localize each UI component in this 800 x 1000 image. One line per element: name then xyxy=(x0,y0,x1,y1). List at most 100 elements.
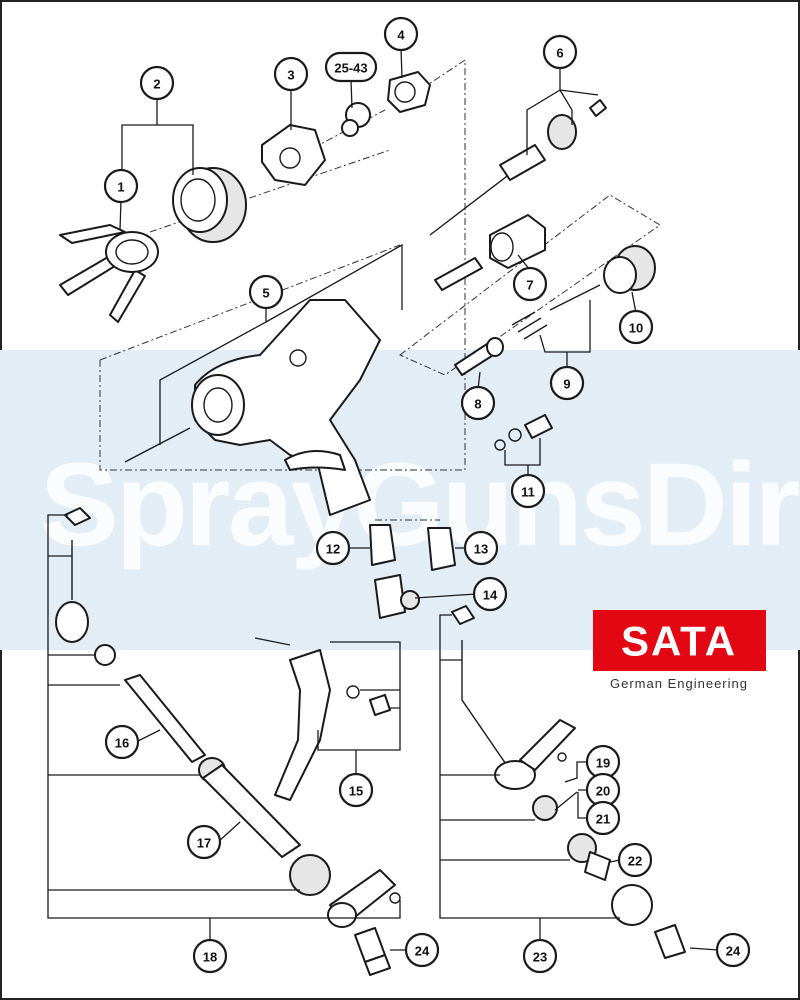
callout-c8: 8 xyxy=(460,385,496,421)
sata-tagline: German Engineering xyxy=(610,676,748,691)
callout-bubble xyxy=(404,932,440,968)
callout-c9: 9 xyxy=(549,365,585,401)
callout-bubble xyxy=(186,824,222,860)
callout-c17: 17 xyxy=(186,824,222,860)
callout-bubble xyxy=(542,34,578,70)
callout-label: 8 xyxy=(474,397,481,412)
callout-c21: 21 xyxy=(585,800,621,836)
callout-c5: 5 xyxy=(248,274,284,310)
part-8-piston xyxy=(454,337,504,376)
callout-label: 11 xyxy=(521,485,535,500)
callout-c13: 13 xyxy=(463,530,499,566)
callout-label: 7 xyxy=(526,278,533,293)
part-17-tube xyxy=(198,757,301,858)
part-9-spring xyxy=(511,284,601,340)
callout-c22: 22 xyxy=(617,842,653,878)
callout-bubble xyxy=(103,168,139,204)
sata-logo: SATA German Engineering xyxy=(593,610,766,691)
part-23-parts xyxy=(451,605,653,926)
callout-bubble xyxy=(618,309,654,345)
callout-label: 16 xyxy=(115,736,129,751)
callout-label: 21 xyxy=(596,812,610,827)
callout-c10: 10 xyxy=(618,309,654,345)
part-12-fitting xyxy=(369,524,396,566)
callout-bubble xyxy=(192,938,228,974)
part-14-regulator xyxy=(374,574,420,619)
callout-label: 15 xyxy=(349,784,363,799)
callout-bubble xyxy=(139,65,175,101)
callout-label: 2 xyxy=(153,77,160,92)
part-6-needle xyxy=(429,99,607,236)
callout-label: 12 xyxy=(326,542,340,557)
callout-bubble xyxy=(248,274,284,310)
callout-c2: 2 xyxy=(139,65,175,101)
callout-bubble xyxy=(510,473,546,509)
callout-bubble xyxy=(383,16,419,52)
callout-bubble xyxy=(463,530,499,566)
callout-c18: 18 xyxy=(192,938,228,974)
callout-label: 18 xyxy=(203,950,217,965)
part-13-fitting xyxy=(427,527,456,571)
callout-bubble xyxy=(273,56,309,92)
callout-bubble xyxy=(472,576,508,612)
callout-label: 17 xyxy=(197,836,211,851)
part-7-valve xyxy=(434,214,546,291)
callout-label: 23 xyxy=(533,950,547,965)
callout-c1: 1 xyxy=(103,168,139,204)
callout-c11: 11 xyxy=(510,473,546,509)
callout-c7: 7 xyxy=(512,266,548,302)
callout-c23: 23 xyxy=(522,938,558,974)
part-3-head xyxy=(261,124,326,186)
part-24b-connector xyxy=(654,924,686,959)
callout-bubble xyxy=(324,51,378,83)
callout-bubble xyxy=(460,385,496,421)
callout-bubble xyxy=(104,724,140,760)
part-25-43-nozzle xyxy=(341,102,371,137)
callout-label: 24 xyxy=(726,944,741,959)
callout-c3: 3 xyxy=(273,56,309,92)
part-18-parts xyxy=(55,507,401,928)
callout-c12: 12 xyxy=(315,530,351,566)
callout-label: 19 xyxy=(596,756,610,771)
part-15-trigger xyxy=(254,637,391,801)
callout-bubble xyxy=(512,266,548,302)
callout-label: 4 xyxy=(397,28,405,43)
callout-c6: 6 xyxy=(542,34,578,70)
part-4-seal xyxy=(387,71,431,113)
callout-label: 6 xyxy=(556,46,563,61)
part-1-clip xyxy=(59,224,159,323)
callout-bubble xyxy=(585,800,621,836)
callout-bubble xyxy=(315,530,351,566)
sata-logo-box xyxy=(593,610,766,671)
callout-bubble xyxy=(715,932,751,968)
callout-c2543: 25-43 xyxy=(324,51,378,83)
part-5-gun-body xyxy=(124,299,381,516)
sata-logo-text: SATA xyxy=(621,618,737,665)
part-11-seals xyxy=(494,414,553,451)
callout-label: 1 xyxy=(117,180,124,195)
callout-c15: 15 xyxy=(338,772,374,808)
callout-bubble xyxy=(617,842,653,878)
callout-bubble xyxy=(522,938,558,974)
callout-bubble xyxy=(338,772,374,808)
callout-label: 20 xyxy=(596,784,610,799)
callout-label: 13 xyxy=(474,542,488,557)
part-2-nut xyxy=(172,167,247,243)
callout-label: 10 xyxy=(629,321,643,336)
leader-lines xyxy=(47,47,719,951)
callout-label: 9 xyxy=(563,377,570,392)
callout-c16: 16 xyxy=(104,724,140,760)
callout-c24a: 24 xyxy=(404,932,440,968)
callout-label: 14 xyxy=(483,588,498,603)
part-24a-connector xyxy=(354,927,391,976)
callout-bubble xyxy=(549,365,585,401)
callout-label: 3 xyxy=(287,68,294,83)
callout-c4: 4 xyxy=(383,16,419,52)
callout-c24b: 24 xyxy=(715,932,751,968)
callout-c14: 14 xyxy=(472,576,508,612)
part-10-knob xyxy=(603,245,656,294)
callout-label: 24 xyxy=(415,944,430,959)
callout-label: 25-43 xyxy=(334,61,367,76)
